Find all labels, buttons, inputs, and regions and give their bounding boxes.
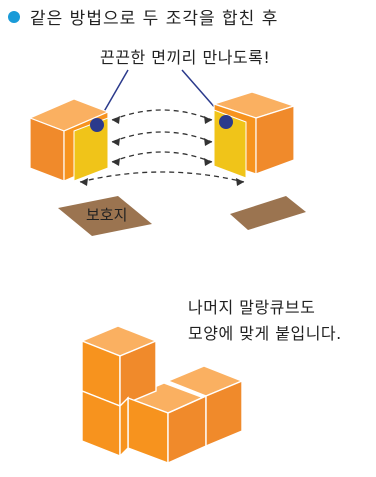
sticky-dot-left bbox=[90, 118, 104, 132]
bullet-icon bbox=[8, 10, 20, 23]
instruction-line-2: 모양에 맞게 붙입니다. bbox=[188, 324, 342, 343]
heading-row: 같은 방법으로 두 조각을 합친 후 bbox=[8, 4, 278, 29]
sticky-dot-right bbox=[219, 115, 233, 129]
heading-text: 같은 방법으로 두 조각을 합친 후 bbox=[30, 9, 279, 29]
instruction-text: 나머지 말랑큐브도 모양에 맞게 붙입니다. bbox=[188, 295, 342, 347]
protective-paper-label: 보호지 bbox=[86, 206, 128, 224]
guide-arrows bbox=[79, 109, 245, 183]
instruction-line-1: 나머지 말랑큐브도 bbox=[188, 298, 316, 317]
left-cube bbox=[28, 98, 110, 182]
callout-text: 끈끈한 면끼리 만나도록! bbox=[100, 48, 271, 67]
right-cube bbox=[212, 91, 296, 179]
assembled-cube-shape bbox=[80, 325, 244, 465]
protective-paper-right bbox=[230, 196, 306, 230]
protective-paper-left bbox=[58, 196, 152, 236]
